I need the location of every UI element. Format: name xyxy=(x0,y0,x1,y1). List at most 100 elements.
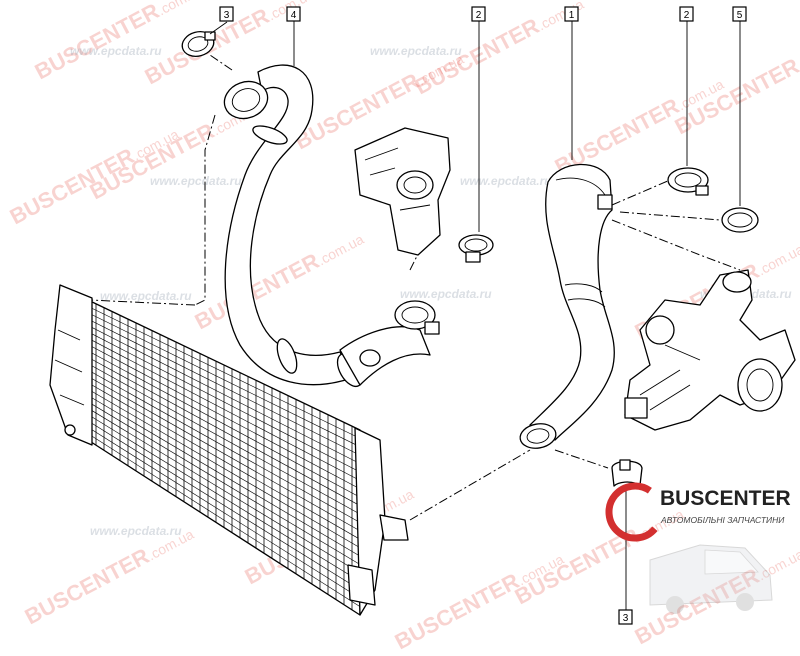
clamp-screw xyxy=(424,321,440,335)
clamp-screw xyxy=(465,251,481,263)
intercooler xyxy=(49,284,409,616)
callout-label: 2 xyxy=(476,10,482,21)
watermark-brand: BUSCENTER.com.ua xyxy=(671,30,800,140)
intake-manifold xyxy=(354,127,451,256)
tank-ribs xyxy=(54,329,85,406)
buscenter-logo: BUSCENTER АВТОМОБІЛЬНІ ЗАПЧАСТИНИ xyxy=(605,482,791,614)
callout-label: 5 xyxy=(737,10,743,21)
clamp-screw xyxy=(619,459,631,471)
fin-line xyxy=(87,325,361,464)
leader-line xyxy=(611,179,671,206)
leader-line xyxy=(554,449,609,469)
callout-3-top: 3 xyxy=(219,6,234,22)
hose-1-clip xyxy=(597,194,613,210)
callout-5: 5 xyxy=(732,6,747,22)
clamp-hose4-end xyxy=(359,300,440,367)
turbo-compressor-core xyxy=(746,368,774,402)
clamp-ring-inner xyxy=(401,306,429,324)
turbo-compressor xyxy=(737,358,783,412)
hose-4-band xyxy=(252,125,288,145)
fin-line xyxy=(87,363,361,515)
callout-leaders xyxy=(209,21,741,610)
manifold-port xyxy=(396,170,434,200)
clamp-ring-inner xyxy=(187,36,209,52)
mount-bracket xyxy=(64,424,76,436)
callout-4: 4 xyxy=(286,6,301,22)
leader-line xyxy=(409,449,531,521)
hose-4 xyxy=(223,64,431,388)
fin-line xyxy=(87,382,361,540)
watermark-site: www.epcdata.ru xyxy=(100,289,192,303)
watermark-brand: BUSCENTER.com.ua xyxy=(191,225,368,335)
leader-line xyxy=(611,219,741,271)
turbo-actuator xyxy=(645,315,675,345)
manifold-port-bore xyxy=(403,176,427,194)
hose-1 xyxy=(519,163,615,449)
mount-foot xyxy=(347,564,376,606)
leader-line xyxy=(619,211,721,221)
callout-label: 3 xyxy=(224,10,230,21)
fin-line xyxy=(87,337,361,481)
clamp-2-right xyxy=(667,167,709,196)
leader-line xyxy=(409,239,426,271)
seal-ring-5 xyxy=(721,207,759,233)
watermark-site: www.epcdata.ru xyxy=(70,44,162,58)
fin-line xyxy=(87,306,361,439)
watermark-site: www.epcdata.ru xyxy=(400,287,492,301)
callout-leader xyxy=(209,21,228,35)
watermark-site: www.epcdata.ru xyxy=(370,44,462,58)
fin-line xyxy=(87,369,361,523)
turbo-details xyxy=(639,344,701,411)
fin-line xyxy=(87,401,361,565)
watermark-site: www.epcdata.ru xyxy=(90,524,182,538)
fin-line xyxy=(87,388,361,548)
watermark-site: www.epcdata.ru xyxy=(460,174,552,188)
hose-1-body xyxy=(529,163,615,441)
logo-title: BUSCENTER xyxy=(660,487,791,510)
leader-line xyxy=(194,114,216,306)
clamp-ring-inner xyxy=(674,172,702,188)
leader-line xyxy=(89,299,196,306)
van-icon xyxy=(649,544,773,614)
logo-subtitle: АВТОМОБІЛЬНІ ЗАПЧАСТИНИ xyxy=(660,515,785,525)
callout-label: 4 xyxy=(291,10,297,21)
clamp-2-mid xyxy=(458,234,494,263)
fin-line xyxy=(87,414,361,582)
turbo-flange xyxy=(624,397,648,419)
fin-line xyxy=(87,350,361,498)
clamp-3-bottom xyxy=(611,459,643,487)
outlet-stub xyxy=(379,514,409,541)
intercooler-left-tank xyxy=(49,284,93,446)
callout-2-mid: 2 xyxy=(471,6,486,22)
fin-line xyxy=(87,344,361,490)
clamp-ring xyxy=(359,349,381,367)
fin-line xyxy=(87,331,361,473)
fin-line xyxy=(87,376,361,532)
leader-lines xyxy=(89,54,741,521)
manifold-ribs xyxy=(364,147,431,211)
hose-1-lip xyxy=(555,177,606,196)
fin-line xyxy=(87,407,361,574)
hose-1-band xyxy=(564,283,606,308)
hose-1-outlet xyxy=(519,423,557,449)
hose-4-elbow xyxy=(339,326,431,386)
callout-1: 1 xyxy=(564,6,579,22)
clamp-screw xyxy=(695,185,709,196)
leader-line xyxy=(209,54,233,71)
fin-line xyxy=(87,420,361,591)
clamp-screw xyxy=(204,31,216,41)
callout-label: 3 xyxy=(623,613,629,624)
callout-2-right: 2 xyxy=(679,6,694,22)
hose-4-inlet-bore xyxy=(231,88,261,112)
seal-ring xyxy=(721,207,759,233)
hose-4-inlet xyxy=(223,80,269,120)
callout-3-bottom: 3 xyxy=(618,609,633,625)
fin-line xyxy=(87,312,361,448)
fin-line xyxy=(87,318,361,456)
seal-ring-inner xyxy=(727,212,753,228)
watermark-site: www.epcdata.ru xyxy=(150,174,242,188)
clamp-ring-inner xyxy=(464,238,488,252)
turbocharger xyxy=(624,269,796,431)
